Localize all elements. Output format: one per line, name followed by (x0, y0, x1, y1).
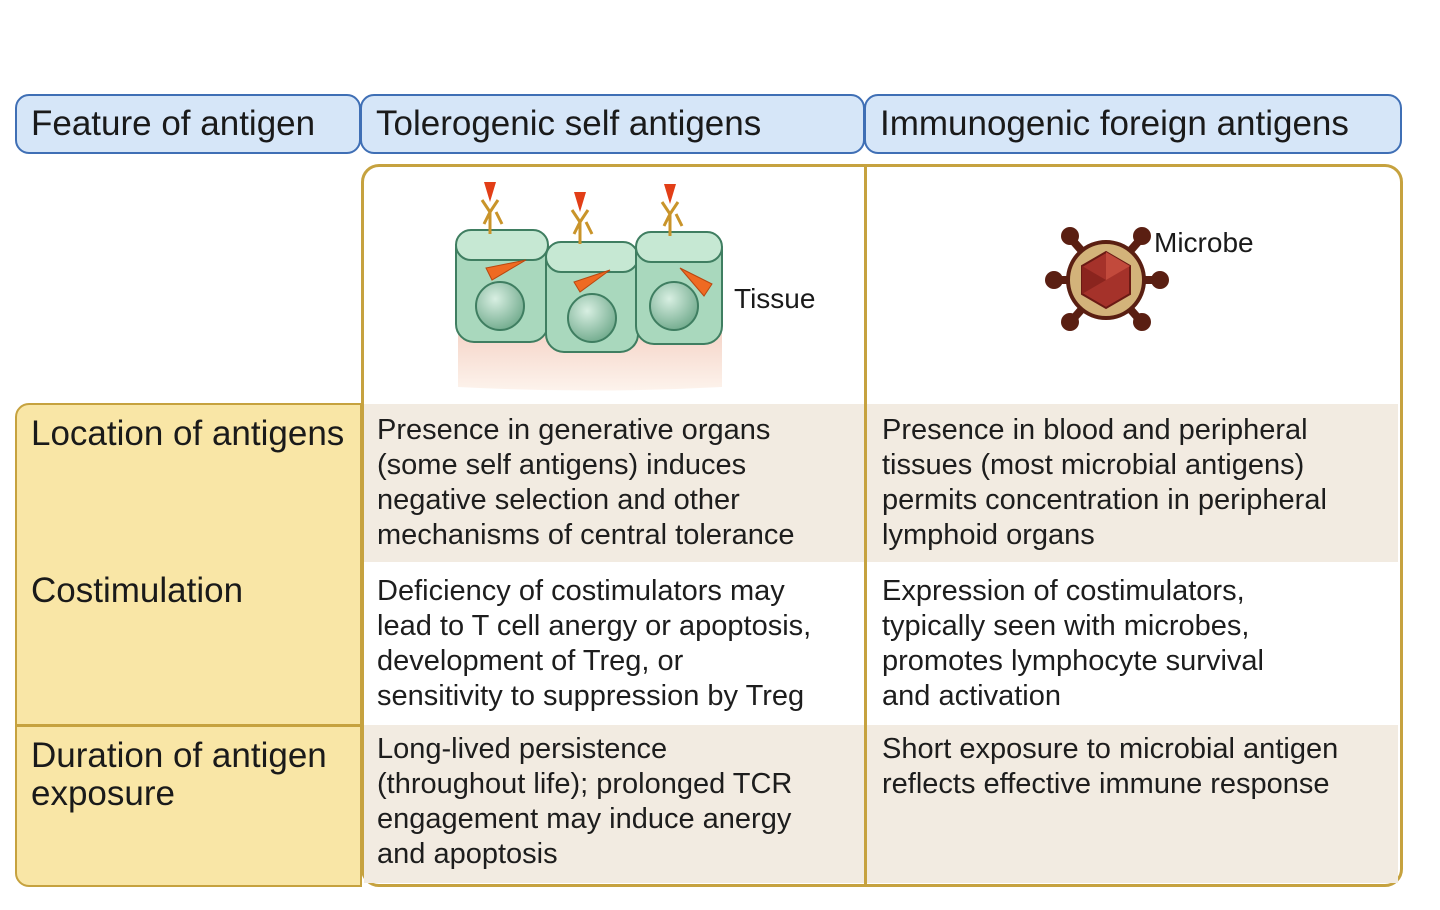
row-label-costimulation: Costimulation (15, 562, 362, 726)
tissue-cells-icon (455, 182, 723, 391)
tissue-label: Tissue (734, 283, 816, 314)
header-foreign-antigens: Immunogenic foreign antigens (864, 94, 1402, 154)
row-band-location (364, 404, 1398, 562)
cell-duration-self: Long-lived persistence (throughout life)… (377, 733, 793, 870)
header-feature: Feature of antigen (15, 94, 361, 154)
row-label-duration: Duration of antigen exposure (15, 725, 362, 887)
cell-duration-foreign: Short exposure to microbial antigen refl… (882, 733, 1339, 800)
cell-location-foreign: Presence in blood and peripheral tissues… (882, 414, 1327, 551)
header-self-antigens: Tolerogenic self antigens (360, 94, 865, 154)
cell-costimulation-self: Deficiency of costimulators may lead to … (377, 575, 812, 712)
column-divider (864, 164, 867, 887)
cell-location-self: Presence in generative organs (some self… (377, 414, 795, 551)
cell-costimulation-foreign: Expression of costimulators, typically s… (882, 575, 1264, 712)
microbe-label: Microbe (1154, 227, 1254, 258)
microbe-icon (1045, 227, 1169, 331)
row-band-duration (364, 725, 1398, 883)
row-label-location: Location of antigens (15, 403, 362, 564)
